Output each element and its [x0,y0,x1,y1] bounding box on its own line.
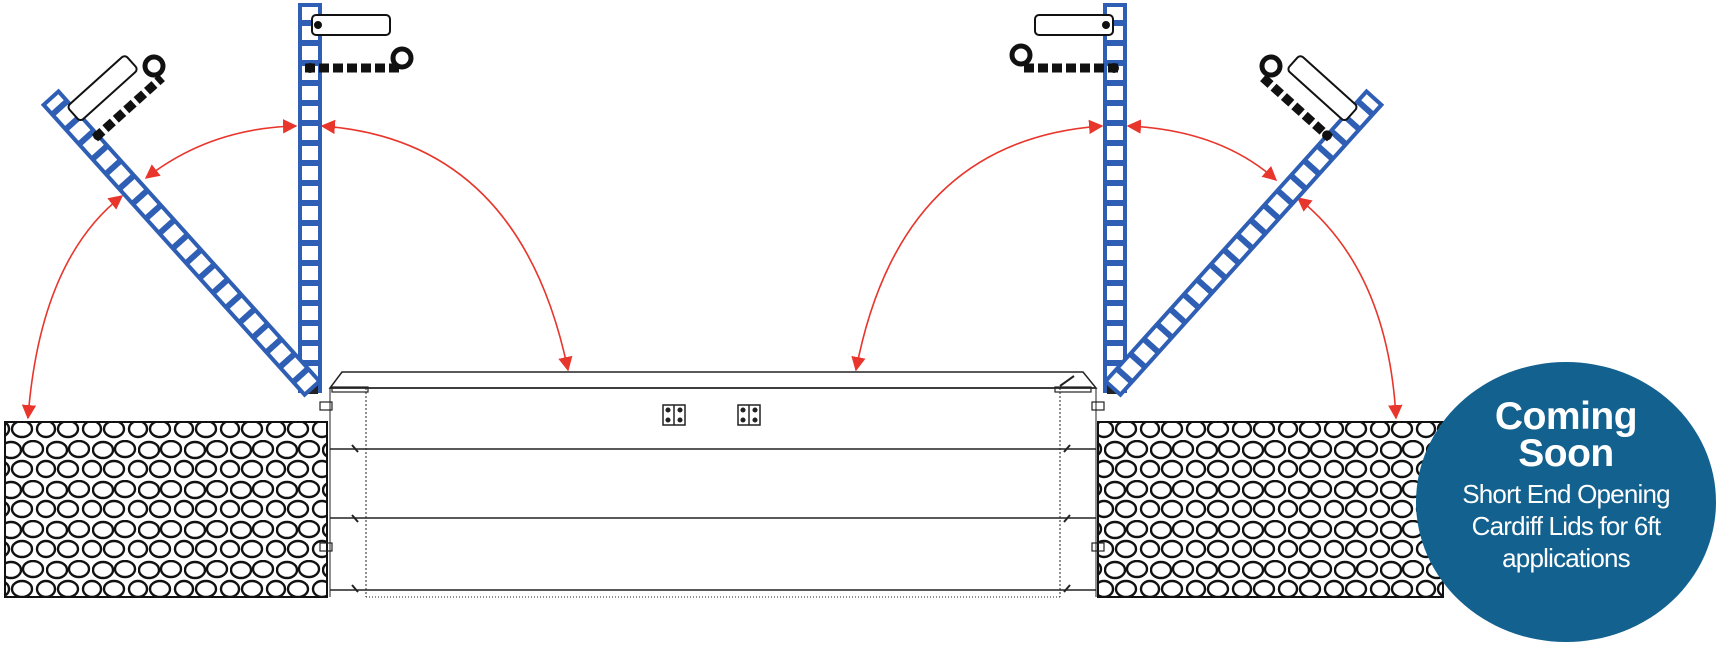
badge-title-line2: Soon [1518,432,1614,475]
ladder-lid-left-angled [40,88,323,398]
swing-arc [21,119,1403,420]
badge-sub-line2: Cardiff Lids for 6ft [1471,511,1662,541]
coming-soon-badge: Coming Soon Short End Opening Cardiff Li… [1416,362,1716,642]
badge-sub-line3: applications [1502,543,1631,573]
stone-ground-left [4,421,328,598]
ladder-lid-right-angled [1102,88,1385,398]
hinge-icon [662,404,686,426]
chain-icon [67,54,166,142]
chain-icon [1259,54,1358,142]
chain-icon [1009,14,1119,73]
chain-icon [305,14,414,73]
badge-title-line1: Coming [1494,395,1638,438]
stone-ground-right [1097,421,1444,598]
badge-sub-line1: Short End Opening [1462,479,1670,509]
hinge-icon [737,404,761,426]
trench-lid-body [319,371,1105,598]
